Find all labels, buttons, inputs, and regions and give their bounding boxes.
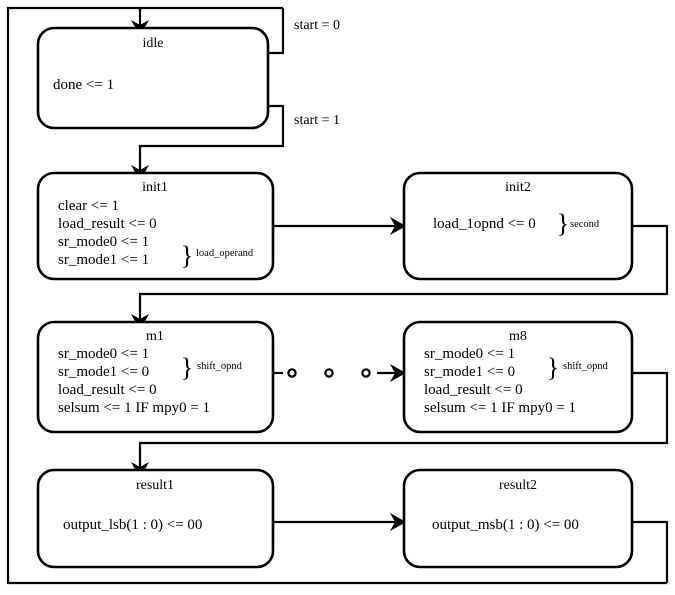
state-box-init2[interactable]: [402, 171, 634, 281]
state-box-m1[interactable]: [36, 320, 275, 434]
state-action-line: output_msb(1 : 0) <= 00: [432, 517, 579, 533]
state-action-line: sr_mode0 <= 1: [58, 346, 149, 362]
wire-init2-to-m1: [138, 224, 669, 340]
arrowhead-into-m8: [390, 364, 406, 382]
state-title-m8: m8: [509, 329, 527, 344]
state-box-result2[interactable]: [402, 468, 634, 569]
state-node-init1[interactable]: init1 clear <= 1 load_result <= 0 sr_mod…: [36, 171, 275, 281]
wire-m8-to-result1: [138, 371, 669, 488]
state-action-line: selsum <= 1 IF mpy0 = 1: [58, 400, 210, 416]
intermediate-states-ellipsis: [287, 368, 371, 378]
state-title-result1: result1: [136, 478, 174, 493]
state-box-result1[interactable]: [36, 468, 275, 569]
state-node-m1[interactable]: m1 sr_mode0 <= 1 sr_mode1 <= 0 load_resu…: [36, 320, 275, 434]
state-action-line: clear <= 1: [58, 198, 119, 214]
group-brace-icon: }: [181, 241, 193, 270]
state-action-line: load_1opnd <= 0: [433, 216, 536, 232]
state-node-result1[interactable]: result1 output_lsb(1 : 0) <= 00: [36, 468, 275, 569]
state-action-line: selsum <= 1 IF mpy0 = 1: [424, 400, 576, 416]
state-title-init1: init1: [142, 180, 168, 195]
group-brace-icon: }: [547, 353, 559, 382]
wire-idle-self-loop: [268, 8, 285, 55]
group-label-shift-opnd: shift_opnd: [197, 361, 243, 372]
group-label-shift-opnd: shift_opnd: [563, 361, 609, 372]
state-action-line: load_result <= 0: [58, 382, 157, 398]
group-brace-icon: }: [557, 209, 569, 238]
state-node-result2[interactable]: result2 output_msb(1 : 0) <= 00: [402, 468, 634, 569]
group-brace-icon: }: [181, 353, 193, 382]
state-box-m8[interactable]: [402, 320, 634, 434]
state-action-line: sr_mode0 <= 1: [424, 346, 515, 362]
state-title-result2: result2: [499, 478, 537, 493]
arrowhead-into-result2: [390, 513, 406, 531]
state-action-line: sr_mode0 <= 1: [58, 234, 149, 250]
state-node-idle[interactable]: idle done <= 1: [36, 26, 270, 130]
state-action-line: output_lsb(1 : 0) <= 00: [63, 517, 202, 533]
state-box-init1[interactable]: [36, 171, 275, 281]
transition-label-start-1: start = 1: [294, 113, 340, 128]
group-label-second: second: [570, 219, 600, 230]
wire-result2-to-idle: [632, 520, 669, 583]
wire-idle-to-init1: [138, 104, 285, 191]
transition-label-start-0: start = 0: [294, 18, 340, 33]
state-action-line: sr_mode1 <= 1: [58, 252, 149, 268]
ellipsis-dot: [287, 368, 297, 378]
state-node-init2[interactable]: init2 load_1opnd <= 0 } second: [402, 171, 634, 281]
state-box-idle[interactable]: [36, 26, 270, 130]
state-title-m1: m1: [146, 329, 164, 344]
state-node-m8[interactable]: m8 sr_mode0 <= 1 sr_mode1 <= 0 load_resu…: [402, 320, 634, 434]
state-action-line: sr_mode1 <= 0: [58, 364, 149, 380]
arrowhead-into-init2: [390, 217, 406, 235]
state-action-line: sr_mode1 <= 0: [424, 364, 515, 380]
state-action-line: load_result <= 0: [424, 382, 523, 398]
group-label-load-operand: load_operand: [196, 248, 254, 259]
state-action-line: load_result <= 0: [58, 216, 157, 232]
state-title-init2: init2: [505, 180, 531, 195]
outer-frame-border: [6, 6, 667, 585]
state-action-line: done <= 1: [53, 77, 114, 93]
state-title-idle: idle: [143, 36, 164, 51]
ellipsis-dot: [361, 368, 371, 378]
ellipsis-dot: [324, 368, 334, 378]
